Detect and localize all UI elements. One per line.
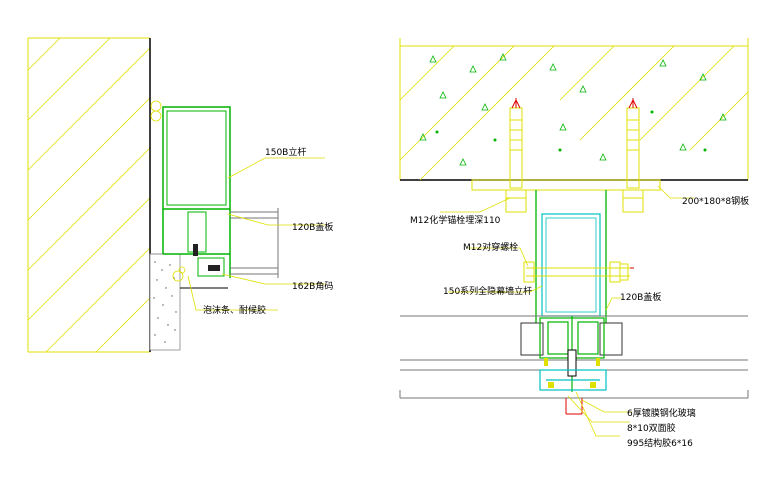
slab-hatch [399, 45, 749, 181]
through-bolt [523, 261, 630, 283]
label-double-tape: 8*10双面胶 [627, 422, 676, 434]
foam-rod [172, 266, 186, 282]
sealant-blob-top [150, 100, 162, 122]
right-section-detail [399, 38, 749, 437]
label-curtain-mullion: 150系列全隐幕墙立杆 [443, 285, 532, 297]
bracket [535, 190, 607, 330]
label-structural-sealant: 995结构胶6*16 [627, 437, 693, 449]
label-steel-plate: 200*180*8钢板 [682, 195, 749, 207]
bolt-mark [193, 244, 198, 256]
anchor-bolt-left [505, 98, 527, 213]
label-anchor-bolt: M12化学锚栓埋深110 [410, 214, 501, 226]
left-section-detail [27, 37, 325, 353]
anchor-bolt-right [622, 98, 644, 213]
steel-plate [471, 179, 661, 191]
label-foam-sealant: 泡沫条、耐候胶 [203, 304, 266, 316]
curtain-mullion [541, 213, 601, 317]
label-cover-120: 120B盖板 [292, 221, 333, 233]
label-through-bolt: M12对穿螺栓 [463, 241, 518, 253]
label-mullion-150: 150B立杆 [265, 146, 306, 158]
angle-left [520, 322, 544, 356]
mullion-profile [162, 106, 231, 278]
angle-right [599, 322, 623, 356]
aggregate-triangles [419, 53, 727, 166]
label-glass: 6厚镀膜钢化玻璃 [627, 407, 696, 419]
label-cover-120-right: 120B盖板 [620, 291, 661, 303]
wall-hatch [27, 37, 151, 353]
label-angle-162: 162B角码 [292, 280, 333, 292]
cover-plate [230, 208, 279, 278]
